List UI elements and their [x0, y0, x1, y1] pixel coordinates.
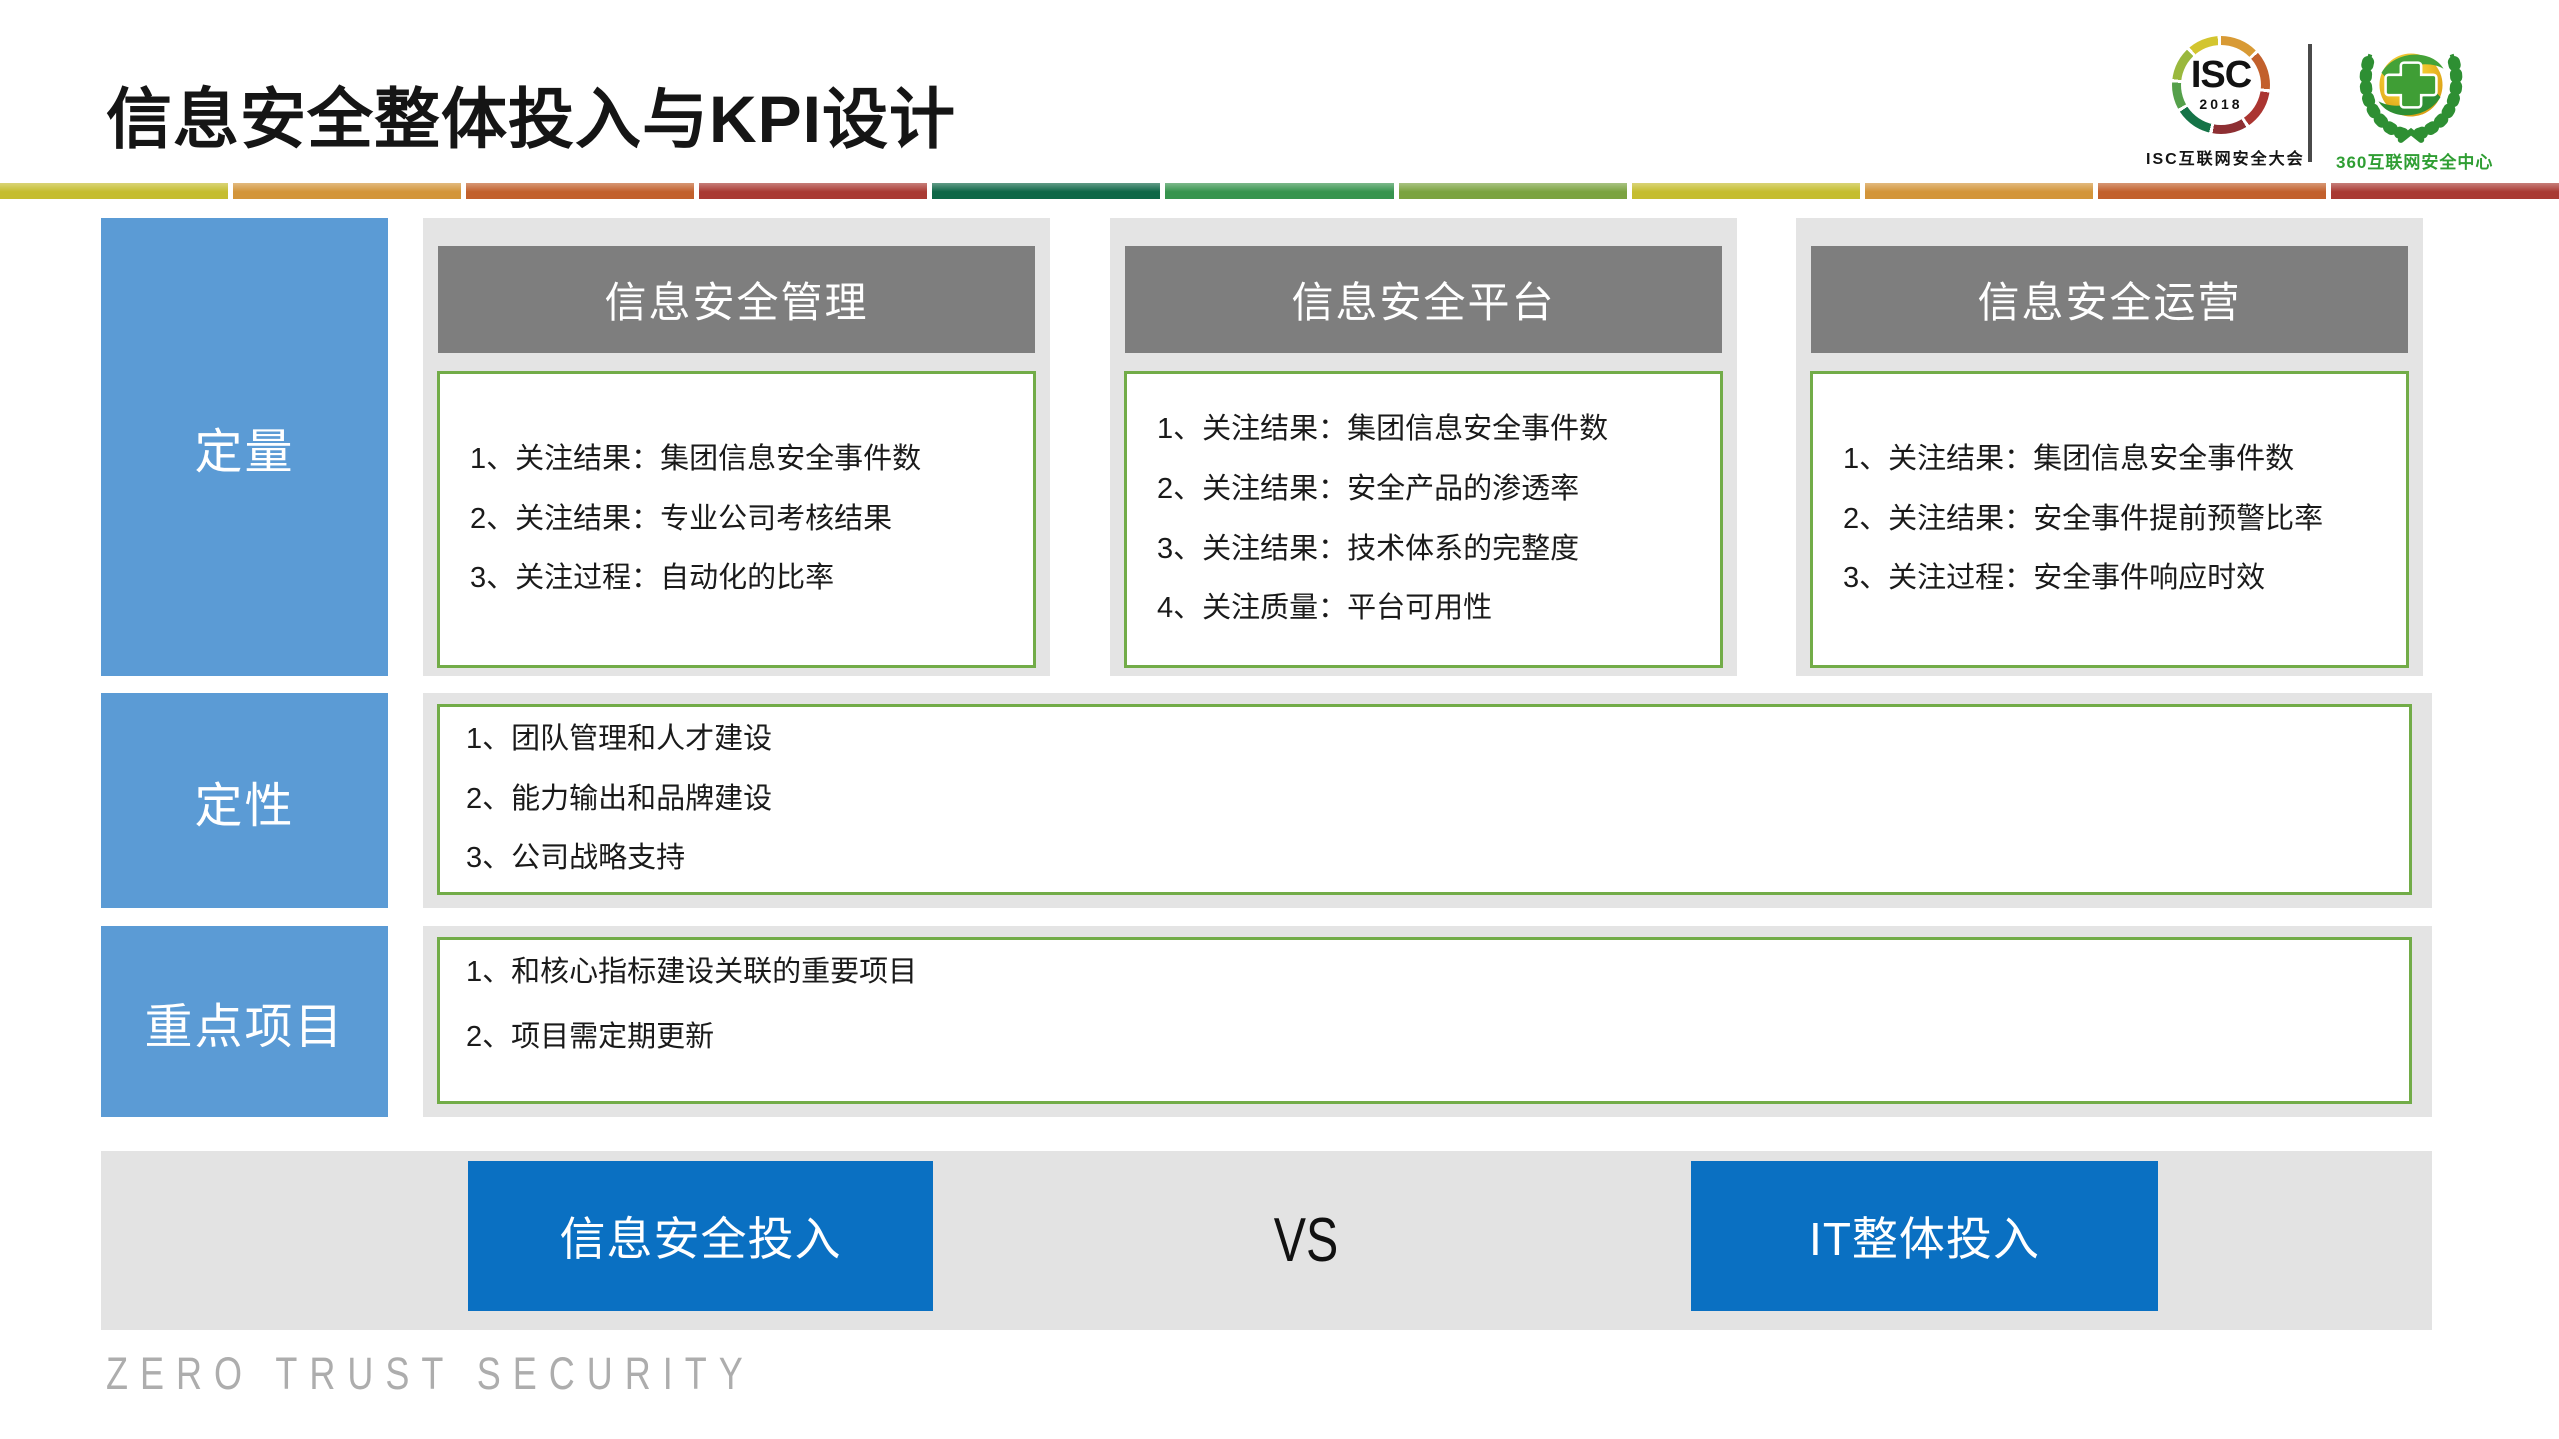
kpi-item: 2、关注结果：安全事件提前预警比率 [1843, 502, 2324, 535]
panel-security-platform: 信息安全平台 1、关注结果：集团信息安全事件数 2、关注结果：安全产品的渗透率 … [1110, 218, 1737, 676]
kpi-item: 3、关注过程：安全事件响应时效 [1843, 562, 2266, 595]
row-label-key-projects: 重点项目 [101, 926, 388, 1117]
stripe-segment [0, 183, 229, 199]
kpi-item: 3、关注过程：自动化的比率 [470, 562, 835, 595]
it-investment-button[interactable]: IT整体投入 [1691, 1161, 2158, 1311]
page-title: 信息安全整体投入与KPI设计 [106, 82, 957, 156]
stripe-segment [1864, 183, 2093, 199]
column-header-security-management: 信息安全管理 [438, 246, 1035, 353]
key-project-item: 1、和核心指标建设关联的重要项目 [466, 956, 918, 988]
key-project-item: 2、项目需定期更新 [466, 1020, 715, 1053]
comparison-bar: 信息安全投入 VS IT整体投入 [101, 1151, 2432, 1330]
kpi-list-security-operations: 1、关注结果：集团信息安全事件数 2、关注结果：安全事件提前预警比率 3、关注过… [1810, 371, 2409, 668]
column-header-security-operations: 信息安全运营 [1811, 246, 2408, 353]
panel-security-management: 信息安全管理 1、关注结果：集团信息安全事件数 2、关注结果：专业公司考核结果 … [423, 218, 1050, 676]
kpi-list-security-platform: 1、关注结果：集团信息安全事件数 2、关注结果：安全产品的渗透率 3、关注结果：… [1124, 371, 1723, 668]
qualitative-list: 1、团队管理和人才建设 2、能力输出和品牌建设 3、公司战略支持 [437, 704, 2412, 895]
360-security-logo: 360互联网安全中心 [2336, 26, 2494, 173]
color-stripe [0, 183, 2559, 199]
vs-label: VS [1273, 1206, 1339, 1275]
kpi-item: 1、关注结果：集团信息安全事件数 [1157, 412, 1609, 445]
isc-caption: ISC互联网安全大会 [2146, 151, 2305, 168]
row-label-qualitative: 定性 [101, 693, 388, 908]
isc-ring-icon: ISC 2018 [2172, 36, 2270, 134]
kpi-item: 1、关注结果：集团信息安全事件数 [1843, 442, 2295, 475]
panel-security-operations: 信息安全运营 1、关注结果：集团信息安全事件数 2、关注结果：安全事件提前预警比… [1796, 218, 2423, 676]
stripe-segment [932, 183, 1161, 199]
row-label-quantitative: 定量 [101, 218, 388, 676]
360-wreath-icon [2359, 48, 2463, 143]
qualitative-item: 1、团队管理和人才建设 [466, 722, 773, 755]
panel-key-projects: 1、和核心指标建设关联的重要项目 2、项目需定期更新 [423, 926, 2432, 1117]
kpi-item: 2、关注结果：安全产品的渗透率 [1157, 472, 1580, 505]
security-investment-button[interactable]: 信息安全投入 [468, 1161, 933, 1311]
isc-ring-center: ISC 2018 [2181, 45, 2261, 125]
column-header-security-platform: 信息安全平台 [1125, 246, 1722, 353]
qualitative-item: 3、公司战略支持 [466, 842, 686, 875]
stripe-segment [2330, 183, 2559, 199]
stripe-segment [233, 183, 462, 199]
key-project-list: 1、和核心指标建设关联的重要项目 2、项目需定期更新 [437, 937, 2412, 1104]
isc-2018-logo: ISC 2018 ISC互联网安全大会 [2146, 36, 2305, 169]
qualitative-item: 2、能力输出和品牌建设 [466, 782, 773, 815]
kpi-item: 2、关注结果：专业公司考核结果 [470, 502, 893, 535]
stripe-segment [1398, 183, 1627, 199]
logo-divider [2308, 44, 2312, 162]
stripe-segment [1165, 183, 1394, 199]
stripe-segment [1631, 183, 1860, 199]
kpi-list-security-management: 1、关注结果：集团信息安全事件数 2、关注结果：专业公司考核结果 3、关注过程：… [437, 371, 1036, 668]
stripe-segment [466, 183, 695, 199]
kpi-item: 1、关注结果：集团信息安全事件数 [470, 442, 922, 475]
stripe-segment [699, 183, 928, 199]
panel-qualitative: 1、团队管理和人才建设 2、能力输出和品牌建设 3、公司战略支持 [423, 693, 2432, 908]
360-caption: 360互联网安全中心 [2336, 153, 2494, 172]
watermark-zero-trust: ZERO TRUST SECURITY [106, 1348, 755, 1399]
kpi-item: 3、关注结果：技术体系的完整度 [1157, 532, 1580, 565]
kpi-item: 4、关注质量：平台可用性 [1157, 592, 1493, 625]
stripe-segment [2097, 183, 2326, 199]
isc-year: 2018 [2199, 95, 2243, 112]
isc-acronym: ISC [2190, 54, 2252, 97]
